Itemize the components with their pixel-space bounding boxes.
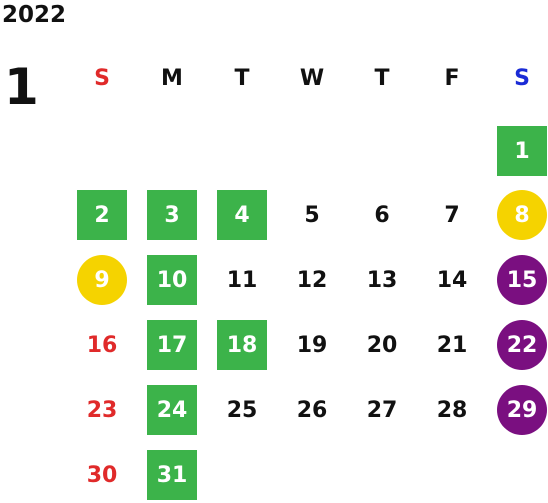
weekday-header-thu: T [374, 66, 390, 91]
day-cell-1[interactable]: 1 [497, 126, 547, 176]
weekday-header-tue: T [234, 66, 250, 91]
day-cell-22[interactable]: 22 [497, 320, 547, 370]
day-cell-4[interactable]: 4 [217, 190, 267, 240]
weekday-header-sat: S [514, 66, 530, 91]
weekday-header-fri: F [444, 66, 460, 91]
day-cell-30[interactable]: 30 [86, 462, 118, 488]
day-cell-11[interactable]: 11 [226, 267, 258, 293]
day-cell-18[interactable]: 18 [217, 320, 267, 370]
day-cell-3[interactable]: 3 [147, 190, 197, 240]
day-cell-17[interactable]: 17 [147, 320, 197, 370]
day-cell-20[interactable]: 20 [366, 332, 398, 358]
day-cell-13[interactable]: 13 [366, 267, 398, 293]
day-cell-25[interactable]: 25 [226, 397, 258, 423]
day-cell-19[interactable]: 19 [296, 332, 328, 358]
day-cell-24[interactable]: 24 [147, 385, 197, 435]
day-cell-27[interactable]: 27 [366, 397, 398, 423]
day-cell-21[interactable]: 21 [436, 332, 468, 358]
day-cell-8[interactable]: 8 [497, 190, 547, 240]
day-cell-16[interactable]: 16 [86, 332, 118, 358]
day-cell-14[interactable]: 14 [436, 267, 468, 293]
day-cell-12[interactable]: 12 [296, 267, 328, 293]
day-cell-29[interactable]: 29 [497, 385, 547, 435]
day-cell-7[interactable]: 7 [444, 202, 460, 228]
weekday-header-sun: S [94, 66, 110, 91]
day-cell-23[interactable]: 23 [86, 397, 118, 423]
day-cell-28[interactable]: 28 [436, 397, 468, 423]
day-cell-10[interactable]: 10 [147, 255, 197, 305]
weekday-header-mon: M [161, 66, 183, 91]
day-cell-26[interactable]: 26 [296, 397, 328, 423]
day-cell-9[interactable]: 9 [77, 255, 127, 305]
day-cell-5[interactable]: 5 [304, 202, 320, 228]
day-cell-6[interactable]: 6 [374, 202, 390, 228]
month-number: 1 [4, 58, 39, 116]
year-label: 2022 [2, 2, 67, 28]
weekday-header-wed: W [299, 66, 325, 91]
day-cell-15[interactable]: 15 [497, 255, 547, 305]
day-cell-2[interactable]: 2 [77, 190, 127, 240]
day-cell-31[interactable]: 31 [147, 450, 197, 500]
